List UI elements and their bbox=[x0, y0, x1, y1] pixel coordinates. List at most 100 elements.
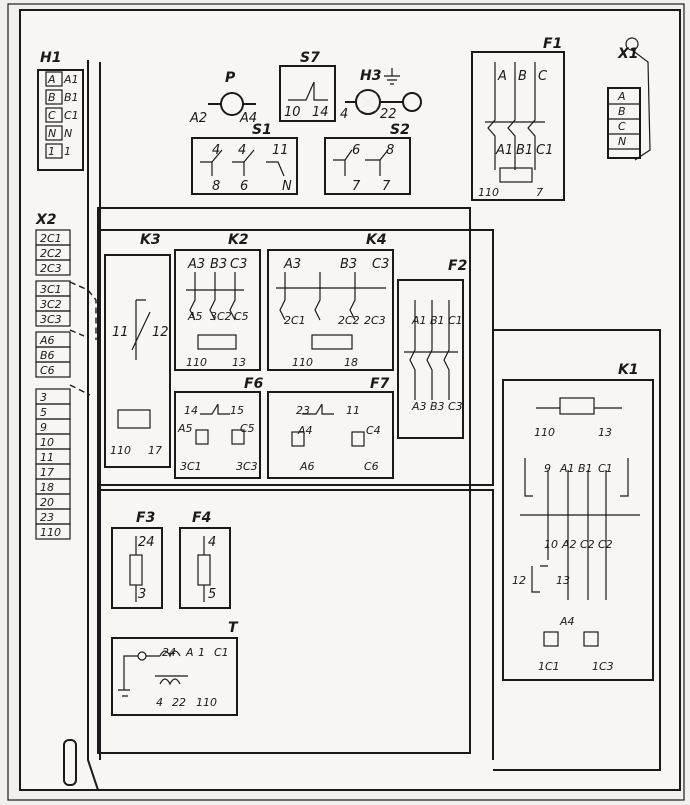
block-F4: F4 4 5 bbox=[179, 510, 231, 609]
F7-mid-1: C4 bbox=[366, 424, 381, 437]
K2-coil-0: 110 bbox=[186, 356, 207, 369]
S2-bot-0: 7 bbox=[352, 179, 361, 194]
S1-bot-2: N bbox=[282, 179, 292, 194]
S1-title: S1 bbox=[252, 122, 272, 138]
K1-top-2: B1 bbox=[578, 462, 593, 475]
K2-bot-1: 3C2 bbox=[210, 310, 232, 323]
H3-right-label: 22 bbox=[380, 107, 397, 122]
mounting-plate-upper bbox=[97, 229, 494, 486]
F1-title: F1 bbox=[543, 36, 562, 52]
F7-top-1: 11 bbox=[346, 404, 360, 417]
H1-terminal-label: A bbox=[47, 73, 56, 86]
X2-terminal-label: 23 bbox=[40, 511, 54, 524]
K1-bot-0: 10 bbox=[544, 538, 558, 551]
X2-terminal bbox=[35, 310, 71, 327]
K4-title: K4 bbox=[366, 232, 387, 248]
block-K4: K4 A3 B3 C3 2C1 2C2 2C3 110 18 bbox=[267, 232, 394, 371]
K3-contact-0: 11 bbox=[112, 325, 129, 340]
duct-end bbox=[63, 739, 77, 786]
X1-terminal-label: A bbox=[617, 90, 626, 103]
H1-wire-label: C1 bbox=[64, 109, 79, 122]
X2-terminal-label: 3C2 bbox=[40, 298, 62, 311]
K1-top-3: C1 bbox=[598, 462, 613, 475]
H1-wire-label: 1 bbox=[64, 145, 71, 158]
block-K3: K3 11 12 110 17 bbox=[104, 232, 171, 468]
K2-top-2: C3 bbox=[230, 257, 247, 272]
enclosure-outline bbox=[7, 3, 685, 801]
K2-bot-2: C5 bbox=[234, 310, 249, 323]
K2-coil-1: 13 bbox=[232, 356, 246, 369]
H3-title: H3 bbox=[360, 68, 381, 84]
H1-terminal bbox=[45, 89, 63, 105]
K1-out-0: 1C1 bbox=[538, 660, 560, 673]
S1-top-2: 11 bbox=[272, 143, 289, 158]
K4-coil-0: 110 bbox=[292, 356, 313, 369]
block-F3: F3 24 3 bbox=[111, 510, 163, 609]
F7-title: F7 bbox=[370, 376, 390, 392]
H1-wire-label: N bbox=[64, 127, 72, 140]
H1-wire-label: A1 bbox=[63, 73, 79, 86]
K1-coil-0: 110 bbox=[534, 426, 555, 439]
F6-top-1: 15 bbox=[230, 404, 244, 417]
block-K1: K1 110 13 9 A1 B1 C1 10 A2 C2 C2 12 13 A… bbox=[502, 362, 654, 681]
K2-top-1: B3 bbox=[210, 257, 227, 272]
X2-terminal-label: 5 bbox=[40, 406, 47, 419]
F1-coil-1: 7 bbox=[536, 186, 543, 199]
F3-top: 24 bbox=[138, 535, 155, 550]
X2-terminal-label: B6 bbox=[40, 349, 55, 362]
F2-bot-0: A3 bbox=[411, 400, 427, 413]
F2-bot-2: C3 bbox=[448, 400, 463, 413]
F3-bottom: 3 bbox=[138, 587, 146, 602]
block-F7: F7 23 11 A4 C4 A6 C6 bbox=[267, 376, 394, 479]
K1-aux-1: 13 bbox=[556, 574, 570, 587]
K4-bot-2: 2C3 bbox=[364, 314, 386, 327]
S7-title: S7 bbox=[300, 50, 320, 66]
block-S1: S1 4 4 11 8 6 N bbox=[191, 122, 298, 195]
F2-top-0: A1 bbox=[411, 314, 427, 327]
K4-bot-0: 2C1 bbox=[284, 314, 306, 327]
P-left-label: A2 bbox=[189, 111, 207, 126]
T-title: T bbox=[228, 620, 239, 636]
F2-top-2: C1 bbox=[448, 314, 463, 327]
mounting-plate-right bbox=[98, 329, 661, 771]
X2-terminal-label: 2C1 bbox=[40, 232, 62, 245]
F2-top-1: B1 bbox=[430, 314, 445, 327]
F1-top-1: B bbox=[518, 69, 527, 84]
block-K2: K2 A3 B3 C3 A5 3C2 C5 110 13 bbox=[174, 232, 261, 371]
X2-terminal-label: 2C2 bbox=[40, 247, 62, 260]
T-bot-1: 22 bbox=[172, 696, 186, 709]
K3-coil-1: 17 bbox=[148, 444, 162, 457]
K3-coil-0: 110 bbox=[110, 444, 131, 457]
H1-terminal bbox=[45, 143, 63, 159]
T-top-0: 24 bbox=[162, 646, 176, 659]
X2-terminal-label: A6 bbox=[39, 334, 55, 347]
H1-terminal bbox=[45, 71, 63, 87]
X2-terminal-label: 3C1 bbox=[40, 283, 62, 296]
K3-contact-1: 12 bbox=[152, 325, 169, 340]
F3-title: F3 bbox=[136, 510, 155, 526]
H1-terminal bbox=[45, 107, 63, 123]
F1-bot-1: B1 bbox=[516, 143, 533, 158]
X2-terminal-label: C6 bbox=[40, 364, 55, 377]
S2-title: S2 bbox=[390, 122, 410, 138]
K1-aux-0: 12 bbox=[512, 574, 526, 587]
S1-bot-0: 8 bbox=[212, 179, 220, 194]
X2-terminal-label: 3 bbox=[40, 391, 47, 404]
S1-bot-1: 6 bbox=[240, 179, 248, 194]
block-S7: S7 10 14 bbox=[279, 50, 336, 122]
F1-bot-0: A1 bbox=[495, 143, 513, 158]
K1-top-0: 9 bbox=[544, 462, 551, 475]
X2-terminal-label: 11 bbox=[40, 451, 54, 464]
T-top-2: 1 bbox=[198, 646, 205, 659]
X2-terminal-label: 18 bbox=[40, 481, 54, 494]
S2-top-0: 6 bbox=[352, 143, 360, 158]
block-F2: F2 A1 B1 C1 A3 B3 C3 bbox=[397, 258, 467, 439]
P-right-label: A4 bbox=[239, 111, 257, 126]
T-top-3: C1 bbox=[214, 646, 229, 659]
S2-bot-1: 7 bbox=[382, 179, 391, 194]
K4-bot-1: 2C2 bbox=[338, 314, 360, 327]
X2-terminal-label: 3C3 bbox=[40, 313, 62, 326]
K1-top-1: A1 bbox=[559, 462, 575, 475]
